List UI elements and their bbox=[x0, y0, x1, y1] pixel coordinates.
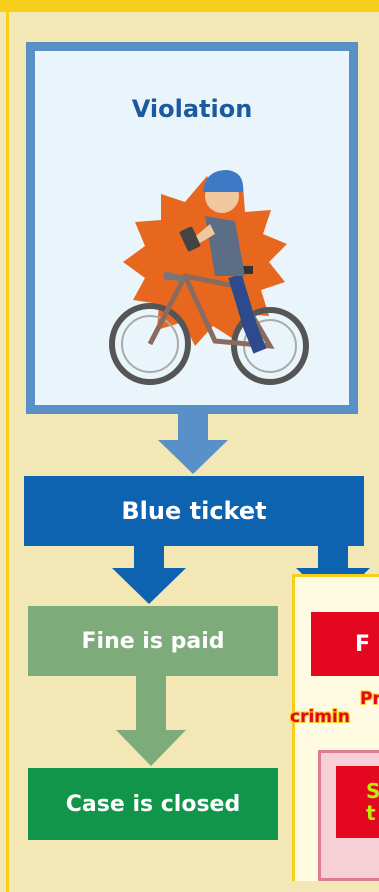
penalty-red-line2: t bbox=[366, 802, 379, 824]
fine-paid-box: Fine is paid bbox=[28, 606, 278, 676]
fine-unpaid-box: F bbox=[311, 612, 379, 676]
prosecution-note: Pr crimin bbox=[290, 690, 379, 734]
violation-title: Violation bbox=[35, 95, 349, 123]
prosecution-note-line2: crimin bbox=[290, 708, 379, 726]
penalty-red-line1: S bbox=[366, 780, 379, 802]
penalty-red-box: S t bbox=[336, 766, 379, 838]
arrow-ticket-to-paid bbox=[112, 546, 186, 604]
arrow-paid-to-closed bbox=[116, 676, 186, 766]
cyclist-using-phone-illustration bbox=[85, 146, 330, 391]
arrow-violation-to-ticket bbox=[158, 414, 228, 474]
violation-box: Violation bbox=[26, 42, 358, 414]
prosecution-note-line1: Pr bbox=[290, 690, 379, 708]
blue-ticket-box: Blue ticket bbox=[24, 476, 364, 546]
case-closed-box: Case is closed bbox=[28, 768, 278, 840]
